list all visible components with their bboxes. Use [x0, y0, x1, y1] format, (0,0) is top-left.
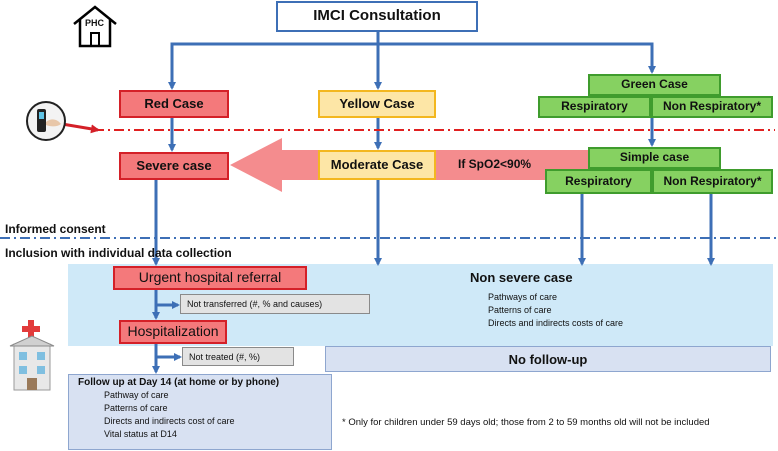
arrow-to-not-treated — [154, 348, 182, 361]
arrow-to-green — [378, 42, 656, 74]
pulse-oximeter-icon — [25, 100, 67, 142]
followup-panel — [68, 374, 332, 450]
imci-consultation-box: IMCI Consultation — [276, 1, 478, 32]
hospitalization-box: Hospitalization — [119, 320, 227, 344]
phc-house-icon: PHC — [70, 4, 120, 48]
green-respiratory-box: Respiratory — [538, 96, 651, 118]
non-severe-item: Pathways of care — [488, 292, 558, 302]
urgent-referral-box: Urgent hospital referral — [113, 266, 307, 290]
spo2-condition-label: If SpO2<90% — [458, 157, 532, 171]
oximeter-arrow — [61, 122, 100, 134]
severe-case-box: Severe case — [119, 152, 229, 180]
followup-item: Pathway of care — [104, 390, 169, 400]
moderate-case-box: Moderate Case — [318, 150, 436, 180]
non-severe-item: Directs and indirects costs of care — [488, 318, 624, 328]
arrow-to-not-transferred — [154, 296, 180, 309]
green-non-respiratory-box: Non Respiratory* — [651, 96, 773, 118]
informed-consent-label: Informed consent — [5, 222, 106, 236]
phc-label: PHC — [85, 18, 105, 28]
yellow-case-box: Yellow Case — [318, 90, 436, 118]
footnote: * Only for children under 59 days old; t… — [342, 417, 710, 428]
green-case-box: Green Case — [588, 74, 721, 96]
followup-item: Vital status at D14 — [104, 429, 177, 439]
hospital-icon — [6, 318, 58, 394]
followup-item: Patterns of care — [104, 403, 168, 413]
inclusion-label: Inclusion with individual data collectio… — [5, 246, 232, 260]
simple-respiratory-box: Respiratory — [545, 169, 652, 194]
not-transferred-box: Not transferred (#, % and causes) — [180, 294, 370, 314]
followup-items: Pathway of care Patterns of care Directs… — [104, 389, 235, 441]
simple-case-box: Simple case — [588, 147, 721, 169]
non-severe-item: Patterns of care — [488, 305, 552, 315]
no-followup-label: No follow-up — [508, 352, 588, 367]
non-severe-title: Non severe case — [470, 270, 573, 285]
followup-item: Directs and indirects cost of care — [104, 416, 235, 426]
red-case-box: Red Case — [119, 90, 229, 118]
not-treated-box: Not treated (#, %) — [182, 347, 294, 366]
followup-title: Follow up at Day 14 (at home or by phone… — [78, 377, 280, 388]
arrow-to-red — [168, 42, 378, 90]
no-followup-panel — [325, 346, 771, 372]
simple-non-respiratory-box: Non Respiratory* — [652, 169, 773, 194]
non-severe-items: Pathways of care Patterns of care Direct… — [488, 291, 623, 330]
